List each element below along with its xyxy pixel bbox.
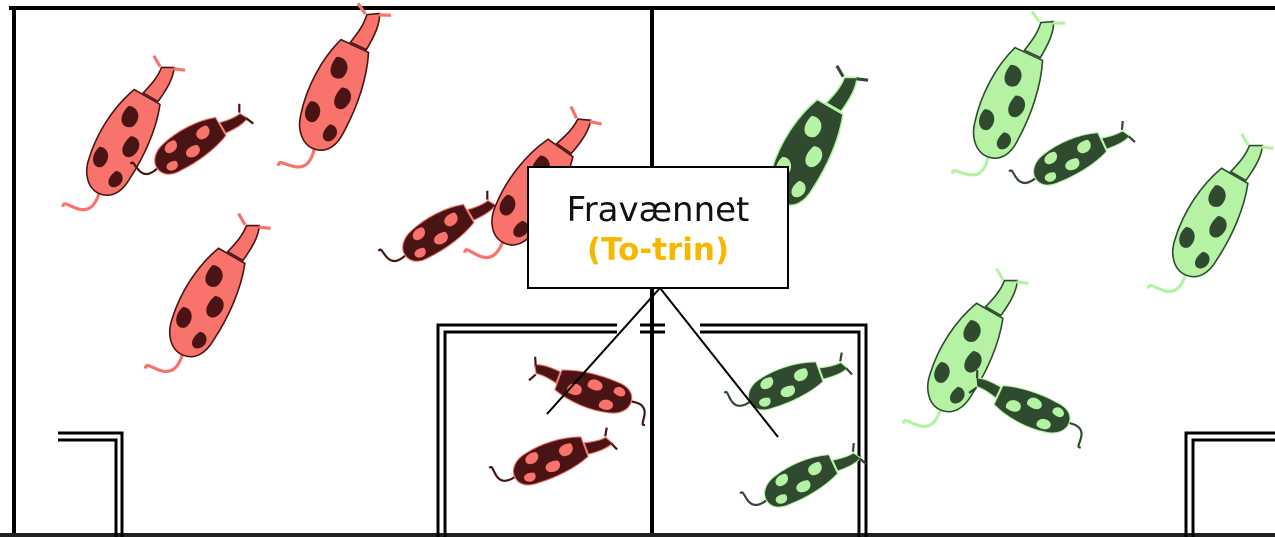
right-cow — [951, 10, 1066, 177]
left-cow — [143, 212, 271, 374]
left-cow — [528, 356, 646, 426]
callout-box: Fravænnet (To-trin) — [527, 166, 789, 289]
right-cow — [739, 442, 867, 508]
callout-subtitle: (To-trin) — [586, 232, 730, 268]
left-cow — [488, 427, 618, 486]
right-cow — [968, 370, 1083, 449]
callout-title: Fravænnet — [566, 190, 750, 230]
left-pen-cows — [61, 2, 646, 486]
right-cow — [1146, 132, 1274, 294]
inner-pens — [58, 323, 1275, 537]
right-cow — [723, 352, 853, 411]
right-cow — [901, 267, 1029, 429]
left-cow — [129, 103, 254, 176]
left-cow — [277, 2, 392, 169]
left-cow — [61, 54, 186, 212]
right-cow — [1008, 120, 1136, 186]
callout-pointer — [546, 287, 779, 438]
left-cow — [377, 190, 502, 263]
